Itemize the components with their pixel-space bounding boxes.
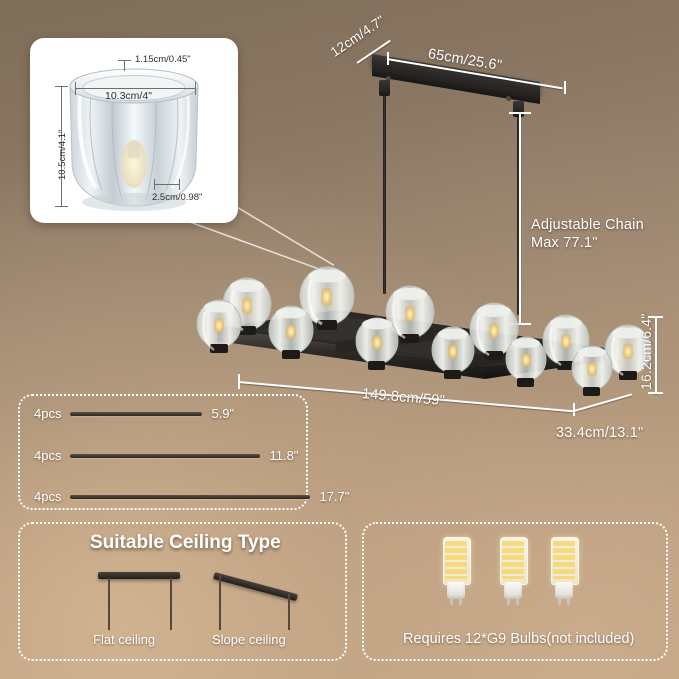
rod-qty-1: 4pcs <box>34 406 62 421</box>
inset-height-label: 10.5cm/4.1" <box>57 129 68 180</box>
bulb-led-chips-2 <box>502 541 524 579</box>
glass-shade-group <box>196 266 652 396</box>
flat-ceiling-wire-right <box>170 578 172 630</box>
flat-ceiling-label: Flat ceiling <box>93 632 156 647</box>
inset-height-line <box>61 86 62 206</box>
bulbs-requirement-caption: Requires 12*G9 Bulbs(not included) <box>403 631 635 647</box>
inset-height-bottom-tick <box>55 206 68 207</box>
body-length-right-tick <box>573 403 575 416</box>
rod-bar-2 <box>70 453 261 458</box>
rod-length-1: 5.9" <box>211 406 235 421</box>
bulb-led-chips-3 <box>553 541 575 579</box>
canopy-screw-right <box>506 95 511 102</box>
rod-qty-3: 4pcs <box>34 489 62 504</box>
chain-dim-bottom-tick <box>509 323 531 325</box>
body-height-label: 16.2cm/6.4" <box>638 313 654 390</box>
rod-length-2: 11.8" <box>269 448 299 463</box>
chain-dim-line <box>519 112 521 324</box>
rod-coupler-left <box>379 80 390 96</box>
shade-detail-card: 1.15cm/0.45" 10.3cm/4" 10.5cm/4.1" 2.5cm… <box>30 38 238 223</box>
bulb-base-3 <box>555 582 573 599</box>
bulb-led-chips-1 <box>445 541 467 579</box>
inset-fitter-right-tick <box>179 179 180 190</box>
rod-bar-1 <box>70 411 203 416</box>
rod-row-3: 4pcs 17.7" <box>34 489 349 504</box>
shade-photo <box>30 38 238 223</box>
inset-top-width-label: 1.15cm/0.45" <box>135 54 191 65</box>
inset-inner-width-line <box>75 88 195 89</box>
flat-ceiling-wire-left <box>108 578 110 630</box>
chain-dim-top-tick <box>509 112 531 114</box>
extension-rods-panel <box>18 394 308 510</box>
rod-row-2: 4pcs 11.8" <box>34 448 298 463</box>
rod-qty-2: 4pcs <box>34 448 62 463</box>
inset-fitter-line <box>154 184 179 185</box>
slope-ceiling-wire-left <box>219 575 221 630</box>
bulb-pin-1b <box>459 598 462 605</box>
bulb-pin-2a <box>507 598 510 605</box>
rod-coupler-right <box>513 101 524 117</box>
body-height-top-tick <box>648 316 663 318</box>
inset-fitter-label: 2.5cm/0.98" <box>152 192 203 203</box>
body-height-bottom-tick <box>648 392 663 394</box>
bulb-base-2 <box>504 582 522 599</box>
ceiling-type-panel <box>18 522 347 661</box>
chain-label-line1: Adjustable Chain <box>531 217 644 233</box>
g9-bulb-1 <box>443 537 471 605</box>
bulb-pin-3a <box>558 598 561 605</box>
slope-ceiling-wire-right <box>288 594 290 630</box>
inset-inner-right-tick <box>195 82 196 95</box>
rod-length-3: 17.7" <box>319 489 350 504</box>
slope-ceiling-label: Slope ceiling <box>212 632 286 647</box>
chain-label-line2: Max 77.1" <box>531 235 598 251</box>
bulb-pin-1a <box>450 598 453 605</box>
body-length-left-tick <box>238 374 240 389</box>
suspension-rod-left <box>383 82 386 294</box>
chandelier-body <box>196 266 652 396</box>
canopy-length-left-tick <box>387 52 389 65</box>
inset-inner-left-tick <box>75 82 76 95</box>
ceiling-type-title: Suitable Ceiling Type <box>90 532 281 553</box>
body-height-dim-line <box>655 316 657 394</box>
inset-top-tick-cap <box>118 60 131 61</box>
g9-bulb-3 <box>551 537 579 605</box>
glass-shade-illustration <box>69 68 199 211</box>
inset-fitter-left-tick <box>154 179 155 190</box>
inset-height-top-tick <box>55 86 68 87</box>
bulb-base-1 <box>447 582 465 599</box>
rod-bar-3 <box>70 494 311 499</box>
bulbs-panel <box>362 522 668 661</box>
inset-inner-width-label: 10.3cm/4" <box>105 90 152 102</box>
canopy-length-right-tick <box>564 81 566 94</box>
body-width-label: 33.4cm/13.1" <box>556 425 644 441</box>
canopy-depth-label: 12cm/4.7" <box>327 12 388 60</box>
rod-row-1: 4pcs 5.9" <box>34 406 234 421</box>
suspension-rod-right <box>517 103 520 315</box>
flat-ceiling-bar-icon <box>98 572 180 579</box>
bulb-pin-2b <box>516 598 519 605</box>
bulb-pin-3b <box>567 598 570 605</box>
g9-bulb-2 <box>500 537 528 605</box>
inset-top-tick-line <box>124 60 125 71</box>
